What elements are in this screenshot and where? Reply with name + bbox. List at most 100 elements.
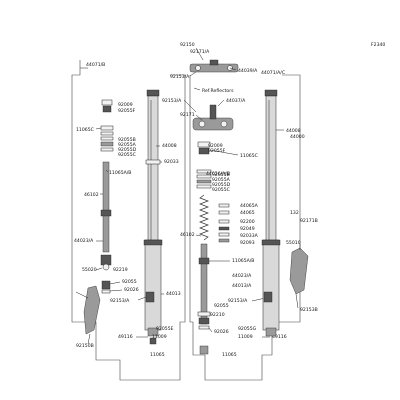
axle-lug [145,291,155,303]
left-damper-rod [100,161,112,294]
label-11065C-l: 11065C [76,127,94,133]
left-cap-parts [100,99,114,152]
label-92055A-c: 92055A [212,177,231,183]
label-44071AC: 44071/A/C [261,70,285,76]
label-44008-r: 44008 [286,128,301,134]
part [218,232,230,237]
leader [95,127,102,130]
part [102,105,112,113]
label-44008-l: 44008 [162,143,177,149]
part [196,184,212,189]
leader [229,67,237,71]
label-92150B: 92150B [76,343,94,349]
label-92153A-c: 92153/A [228,298,248,304]
leader [193,87,201,91]
right-outer-tube [261,239,281,337]
steering-stem [209,104,217,120]
label-92055D-l: 92055D [118,147,137,153]
damper-rod [102,161,110,253]
part [100,125,114,131]
right-fork-guard [289,247,309,295]
leader [109,289,123,292]
label-92009-c: 92009 [208,143,223,149]
leader [189,71,197,77]
left-fork-frame [71,60,186,381]
right-fork-frame [189,74,301,381]
label-11009-c: 11009 [238,334,253,340]
top-cap [146,89,160,97]
rod-base [100,254,112,266]
label-46102-c: 46102 [180,232,195,238]
label-44039A: 44039/A [238,68,258,74]
leader [183,99,197,113]
label-92055A-l: 92055A [118,142,137,148]
left-outer-tube [143,239,163,345]
label-92055B-l: 92055B [118,137,136,143]
clamp-bolt-hole [198,120,206,128]
label-92055D-c: 92055D [212,182,231,188]
label-92150: 92150 [180,42,195,48]
label-92093: 92093 [240,240,255,246]
label-46102-l: 46102 [84,192,99,198]
label-92033-l: 92033 [164,159,179,165]
rod-collar [198,257,210,265]
rod-washer [102,263,110,271]
label-44023-c: 44023/A [232,273,252,279]
label-92033A: 92033A [240,233,259,239]
label-49116-r: 49116 [272,334,287,340]
label-11065B: 11065A/B [232,258,254,264]
label-11065A-l: 11065A/B [109,170,131,176]
part [196,174,212,179]
drain-bolt [149,337,157,345]
leader [195,114,203,121]
washer [197,311,211,317]
part [218,238,230,243]
leader [208,327,213,333]
label-92009-l: 92009 [118,102,133,108]
leader [209,149,239,156]
label-92210: 92210 [210,312,225,318]
part [101,99,113,106]
top-clamp [189,59,239,131]
label-44013-l: 44013 [166,291,181,297]
label-92171: 92171 [180,112,195,118]
leader [87,333,91,345]
part [196,179,212,184]
leader [137,296,147,301]
tube-ring [145,159,161,165]
label-92055F-l: 92055F [118,108,136,114]
label-44071B: 44071/B [86,62,105,68]
top-cap [264,89,278,97]
axle-lug [263,291,273,303]
label-92153B: 92153B [300,307,318,313]
label-132: 132 [290,210,299,216]
label-92219: 92219 [113,267,128,273]
label-92055C-c: 92055C [212,187,230,193]
label-92026-c: 92026 [214,329,229,335]
piston [101,280,111,290]
part [100,147,114,152]
label-11009-l: 11009 [152,334,167,340]
label-92171A: 92171/A [190,49,210,55]
part [100,131,114,136]
center-parts-stack [218,203,230,243]
washer [198,325,210,330]
label-92055-c: 92055 [214,303,229,309]
rod-collar [100,209,112,217]
leader [95,267,103,271]
outer-tube [262,239,280,331]
label-92055G-c: 92055G [238,326,257,332]
bottom-cap [147,327,159,337]
left-fork-guard [83,285,101,335]
leader [295,293,299,309]
label-92055E-l: 92055E [156,326,174,332]
part [218,203,230,208]
label-44023-l: 44023/A [74,238,94,244]
label-92153A-top: 92153/A [170,74,190,80]
part [198,147,210,155]
part [197,141,211,148]
label-55020: 55020 [82,267,97,273]
dust-seal [261,239,281,246]
clamp-boss [209,59,219,66]
